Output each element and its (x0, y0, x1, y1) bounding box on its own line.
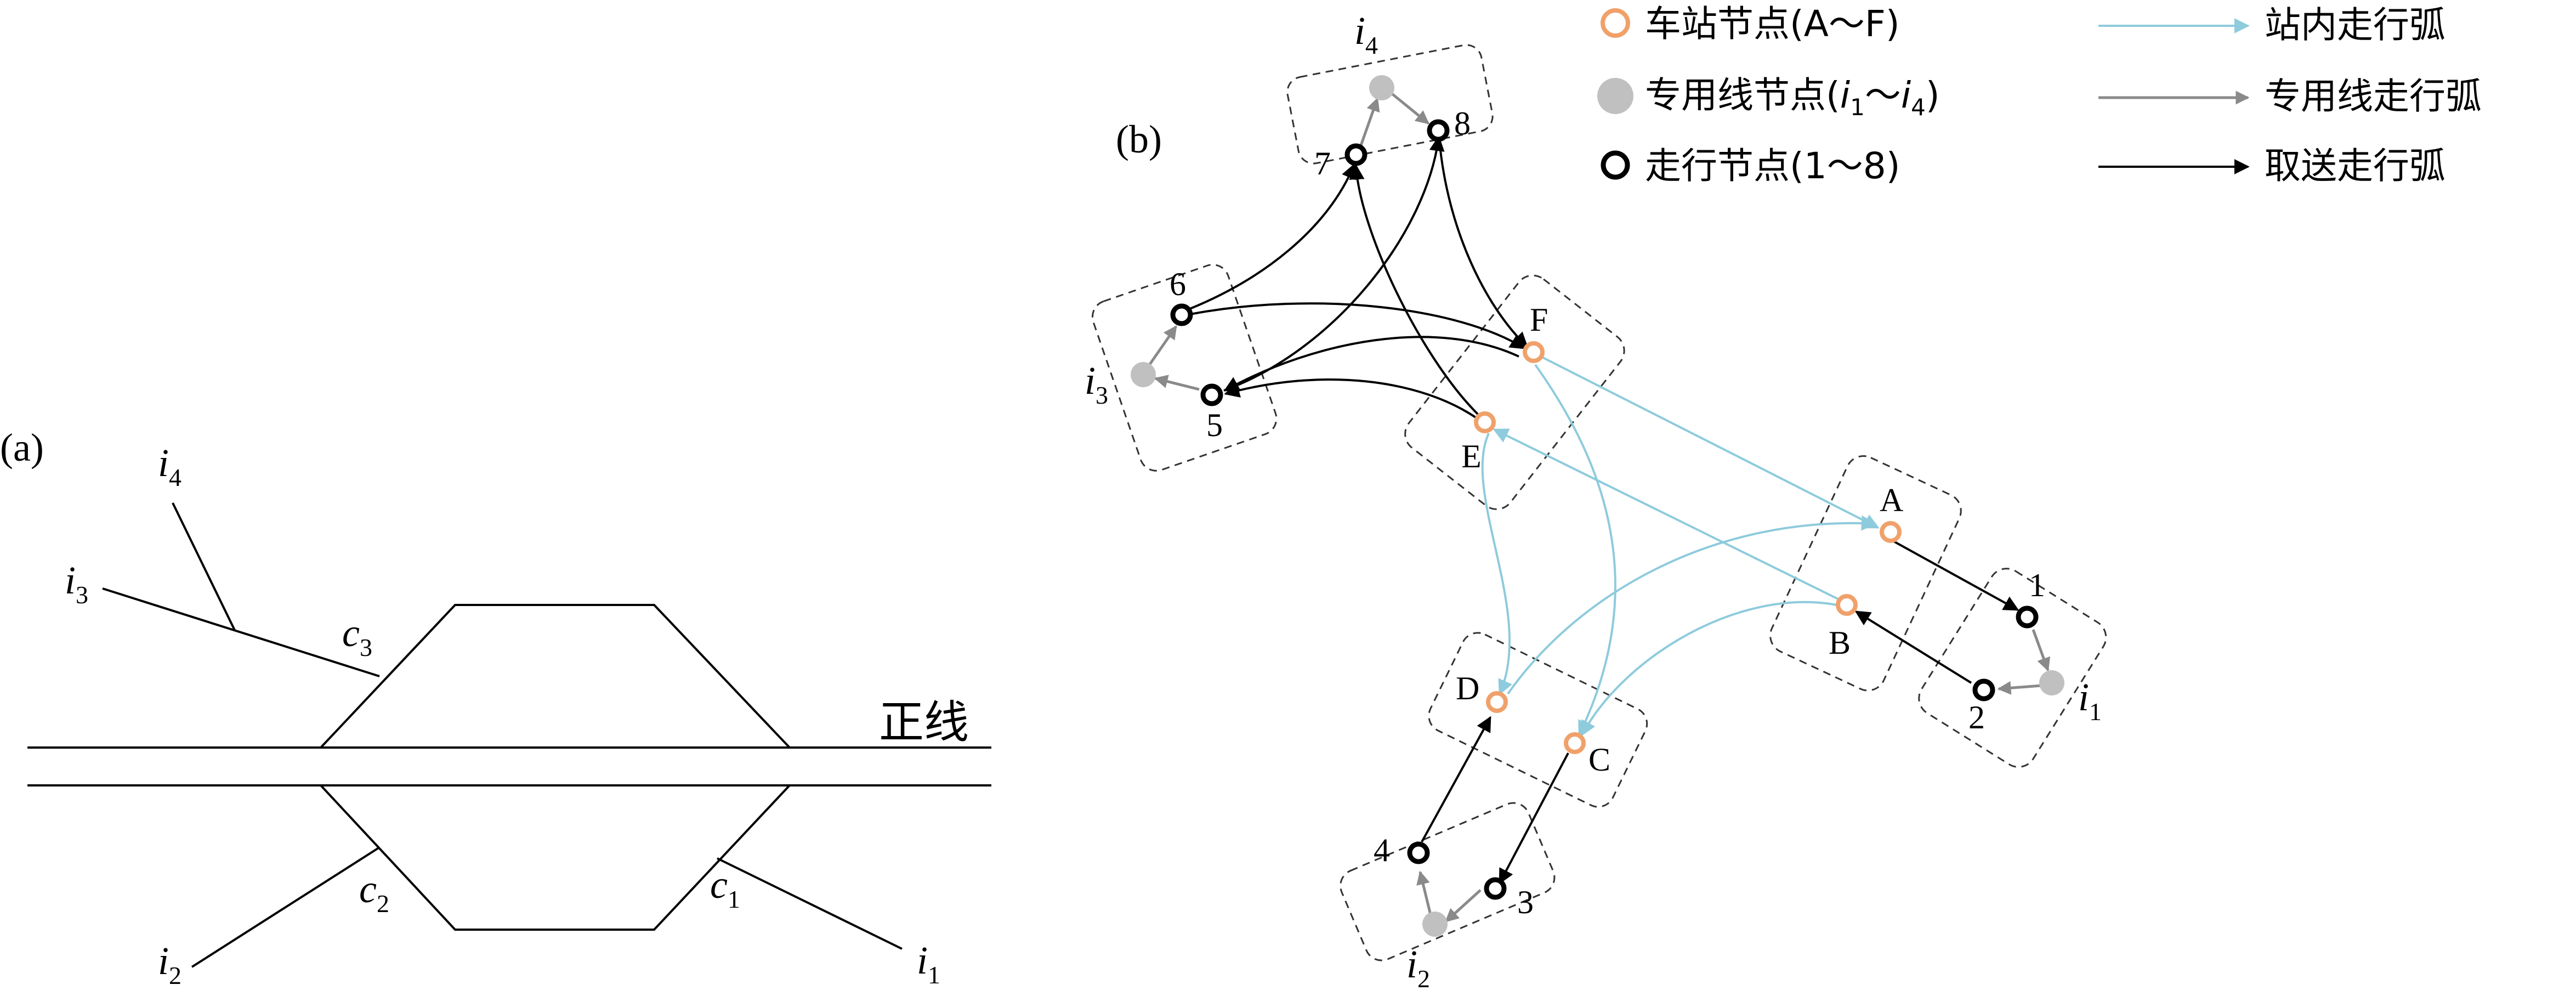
running-node-7 (1344, 143, 1368, 166)
pickup-arc-5-8 (1223, 135, 1445, 392)
siding-arc-3-i2 (1445, 889, 1482, 923)
label-node-5: 5 (1206, 407, 1223, 443)
siding-arc-5-i3 (1154, 375, 1200, 391)
station-node-a (1880, 521, 1902, 543)
label-node-8: 8 (1454, 105, 1471, 142)
station-arc-b-e (1493, 428, 1842, 602)
lower-station-track (320, 784, 791, 931)
legend-station-node-label: 车站节点(A～F) (1645, 3, 1900, 45)
pickup-arc-c-3 (1499, 752, 1569, 885)
branch-i2 (191, 846, 381, 968)
group-box-ef (1404, 274, 1625, 510)
running-node-1 (2016, 605, 2039, 629)
pickup-arc-6-f (1189, 302, 1526, 349)
pickup-arc-8-f (1438, 139, 1529, 348)
station-node-d (1486, 691, 1508, 713)
pickup-arc-f-5 (1223, 336, 1519, 392)
siding-arc-i1-2 (1997, 681, 2042, 695)
running-node-6 (1170, 303, 1193, 326)
legend: 车站节点(A～F) 专用线节点(i1～i4) 走行节点(1～8) 站内走行弧 专… (1597, 3, 2482, 187)
upper-station-track (320, 604, 791, 749)
running-node-3 (1484, 877, 1507, 900)
legend-station-node-icon (1601, 8, 1630, 38)
legend-siding-node-label: 专用线节点(i1～i4) (1645, 74, 1940, 121)
label-node-2: 2 (1968, 699, 1985, 735)
label-c2: c2 (359, 867, 389, 918)
label-i2-a: i2 (158, 939, 181, 989)
legend-siding-arc-label: 专用线走行弧 (2265, 75, 2482, 117)
running-node-2 (1972, 678, 1995, 701)
pickup-arc-e-5 (1224, 378, 1480, 421)
panel-a: (a) 正线 i4 i3 c3 c2 c1 i2 i1 (0, 426, 991, 989)
station-node-f (1523, 341, 1545, 363)
station-node-b (1836, 594, 1858, 616)
label-c3: c3 (342, 611, 372, 661)
station-node-c (1564, 732, 1586, 754)
siding-arc-i2-4 (1416, 870, 1433, 918)
group-box-ab (1769, 455, 1962, 692)
label-node-b: B (1829, 625, 1851, 661)
label-i4-b: i4 (1354, 9, 1378, 59)
running-node-4 (1407, 841, 1430, 864)
label-node-4: 4 (1374, 832, 1390, 868)
running-node-8 (1427, 119, 1450, 142)
branch-i4 (172, 502, 236, 631)
siding-arc-7-i4 (1359, 97, 1380, 146)
main-line-label: 正线 (879, 697, 969, 749)
label-node-d: D (1456, 670, 1479, 706)
label-node-3: 3 (1517, 884, 1534, 920)
station-arc-f-c (1534, 364, 1616, 737)
pickup-arc-e-7 (1349, 164, 1479, 415)
station-arc-d-a (1507, 515, 1877, 695)
siding-arc-1-i1 (2032, 629, 2051, 672)
pickup-arc-a-1 (1891, 539, 2019, 611)
label-c1: c1 (710, 863, 740, 913)
group-box-i2 (1340, 802, 1556, 961)
group-box-i4 (1286, 44, 1494, 165)
running-node-5 (1200, 383, 1223, 406)
siding-node-i3 (1131, 362, 1156, 387)
label-i4-a: i4 (158, 441, 181, 491)
group-box-i3 (1091, 264, 1278, 472)
label-node-a: A (1880, 482, 1903, 518)
legend-running-node-icon (1601, 150, 1630, 180)
pickup-arc-6-7 (1189, 163, 1357, 310)
label-node-7: 7 (1314, 145, 1331, 182)
label-node-f: F (1530, 302, 1548, 338)
legend-running-node-label: 走行节点(1～8) (1645, 145, 1900, 187)
station-arc-e-d (1481, 433, 1513, 695)
panel-b-label: (b) (1116, 117, 1162, 161)
legend-pickup-arc-label: 取送走行弧 (2265, 145, 2446, 187)
panel-a-label: (a) (0, 426, 44, 469)
label-node-e: E (1461, 438, 1482, 474)
station-arc-f-a (1540, 355, 1880, 529)
station-arc-b-c (1581, 601, 1837, 737)
group-box-cd (1428, 632, 1648, 808)
pickup-arc-4-d (1421, 716, 1491, 842)
siding-node-i1 (2039, 670, 2064, 695)
pickup-arc-2-b (1854, 610, 1972, 684)
siding-arc-i3-6 (1147, 325, 1178, 367)
label-node-c: C (1588, 742, 1610, 778)
label-i1-b: i1 (2078, 675, 2102, 726)
label-node-6: 6 (1170, 266, 1186, 302)
siding-node-i4 (1369, 75, 1394, 100)
group-box-i1 (1918, 568, 2107, 768)
label-i3-b: i3 (1085, 359, 1108, 409)
panel-b: (b) (1085, 3, 2482, 993)
label-i3-a: i3 (65, 558, 88, 609)
legend-siding-node-icon (1597, 78, 1633, 114)
legend-station-arc-label: 站内走行弧 (2265, 4, 2446, 46)
branch-i3 (102, 587, 380, 677)
label-i1-a: i1 (917, 938, 940, 989)
label-i2-b: i2 (1406, 942, 1430, 993)
label-node-1: 1 (2029, 567, 2045, 603)
branch-i1 (717, 857, 903, 950)
siding-node-i2 (1422, 912, 1448, 937)
siding-arc-i4-8 (1389, 91, 1429, 125)
station-node-e (1474, 411, 1496, 433)
